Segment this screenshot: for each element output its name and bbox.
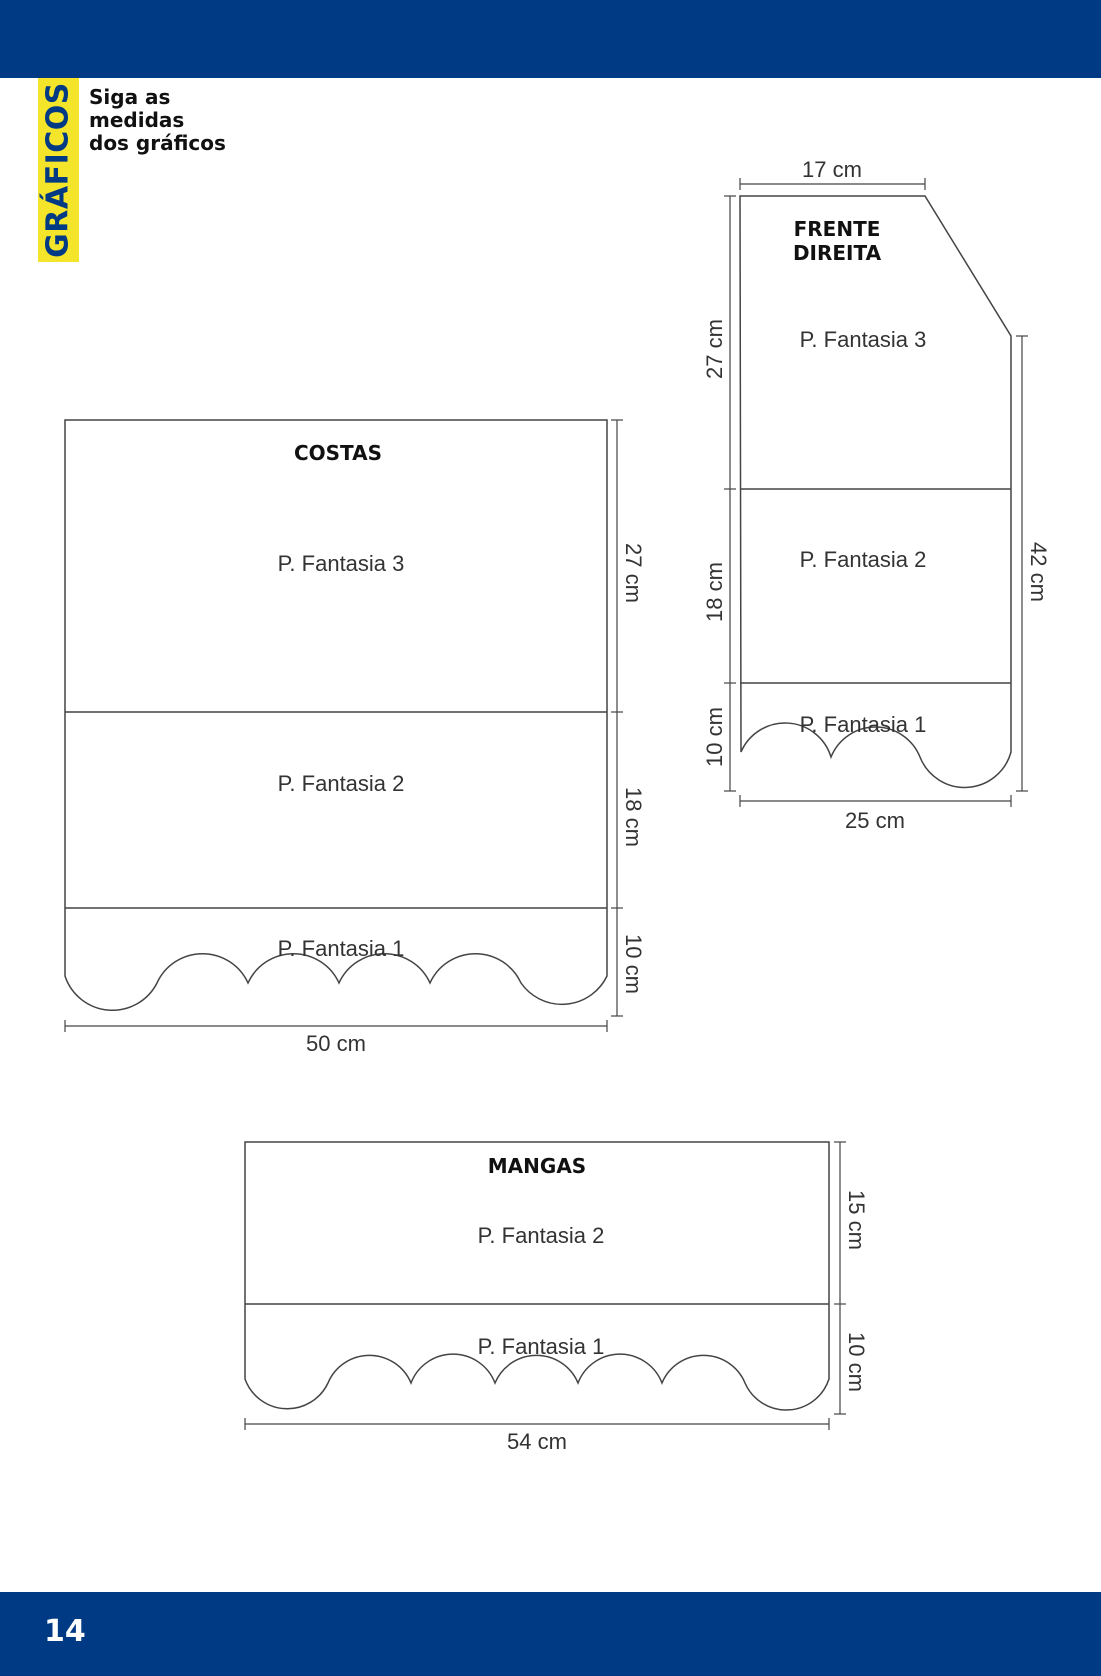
frente-left-dim-bot-label: 10 cm [702, 707, 727, 767]
costas-section-3: P. Fantasia 3 [278, 551, 405, 576]
costas-bottom-dim-label: 50 cm [306, 1031, 366, 1056]
mangas-section-2: P. Fantasia 2 [478, 1223, 605, 1248]
mangas-outline [244, 1141, 830, 1411]
frente-right-dim-label: 42 cm [1026, 542, 1051, 602]
bottom-footer-bar [0, 1592, 1101, 1676]
intro-line-3: dos gráficos [89, 131, 226, 155]
frente-title-2: DIREITA [793, 241, 882, 265]
costas-outline [64, 419, 608, 1011]
intro-text: Siga as medidas dos gráficos [89, 86, 289, 155]
mangas-title: MANGAS [488, 1154, 586, 1178]
frente-left-dim-mid-label: 18 cm [702, 562, 727, 622]
mangas-right-dim-top-label: 15 cm [844, 1190, 869, 1250]
frente-section-3: P. Fantasia 3 [800, 327, 927, 352]
mangas-bottom-dim-label: 54 cm [507, 1429, 567, 1454]
costas-right-dim-bot-label: 10 cm [621, 934, 646, 994]
frente-direita-piece: FRENTE DIREITA P. Fantasia 3 P. Fantasia… [702, 157, 1051, 833]
top-header-bar [0, 0, 1101, 78]
costas-section-1: P. Fantasia 1 [278, 936, 405, 961]
frente-outline [739, 195, 1012, 789]
frente-section-1: P. Fantasia 1 [800, 712, 927, 737]
costas-section-2: P. Fantasia 2 [278, 771, 405, 796]
mangas-right-dim-bot-label: 10 cm [844, 1332, 869, 1392]
frente-title-1: FRENTE [794, 217, 881, 241]
mangas-section-1: P. Fantasia 1 [478, 1334, 605, 1359]
page-number: 14 [44, 1614, 86, 1649]
frente-section-2: P. Fantasia 2 [800, 547, 927, 572]
costas-right-dim-top-label: 27 cm [621, 543, 646, 603]
frente-left-dim-top-label: 27 cm [702, 319, 727, 379]
frente-bottom-dim-label: 25 cm [845, 808, 905, 833]
intro-line-1: Siga as [89, 85, 171, 109]
frente-top-dim-label: 17 cm [802, 157, 862, 182]
section-tab: GRÁFICOS [38, 78, 79, 262]
costas-piece: COSTAS P. Fantasia 3 P. Fantasia 2 P. Fa… [64, 419, 646, 1056]
mangas-piece: MANGAS P. Fantasia 2 P. Fantasia 1 54 cm… [244, 1141, 869, 1454]
costas-right-dim-mid-label: 18 cm [621, 787, 646, 847]
intro-line-2: medidas [89, 108, 185, 132]
costas-title: COSTAS [294, 441, 382, 465]
